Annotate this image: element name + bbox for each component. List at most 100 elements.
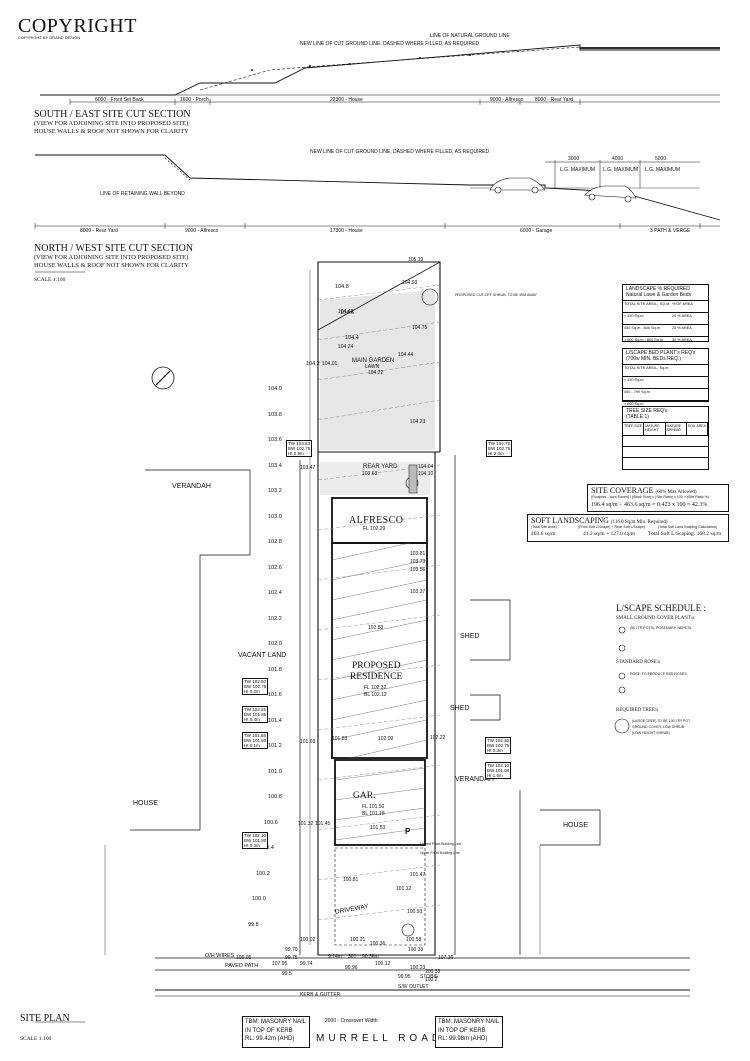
retaining-wall-line: BW 102.75 [288, 446, 311, 451]
tree-col-header: MATURE SPREAD [666, 423, 687, 435]
contour-label: 101.2 [268, 743, 282, 749]
road-name: MURRELL ROAD [316, 1033, 444, 1044]
spot-level: 100.12 [375, 961, 391, 967]
nw-section-line2: HOUSE WALLS & ROOF NOT SHOWN FOR CLARITY [34, 262, 189, 269]
nw-level-3: L.G. MAXIMUM [645, 167, 681, 173]
spot-level: 99.75 [285, 955, 298, 961]
landscape-row-value: % OF AREA [672, 302, 693, 306]
soft-landscaping-title-text: SOFT LANDSCAPING [531, 516, 609, 525]
bed-title-1: L/SCAPE BED PLANT's REQ's [626, 350, 696, 356]
retaining-wall-line: TW 102.10 [244, 833, 267, 838]
ohwires-label: O/H WIRES [205, 953, 235, 959]
tbm-right-line2: IN TOP OF KERB [438, 1027, 486, 1034]
landscape-table: LANDSCAPE % REQUIRED Natural Lawn & Gard… [622, 284, 709, 354]
verandah-left-label: VERANDAH [172, 483, 211, 490]
contour-label: 102.0 [268, 641, 282, 647]
schedule-tree-1: (LARGE TREE) TO BE 100 LTR POT [632, 719, 691, 723]
spot-level: 101.12 [396, 886, 412, 892]
spot-level: 100.81 [343, 877, 359, 883]
tree-col-header: SOIL AREA [687, 423, 708, 435]
nw-dim-2: 9000 - Alfresco [185, 228, 219, 234]
landscape-row-area: 450 Sq.m - 600 Sq.m [624, 326, 660, 330]
schedule-tree-2: GROUND COVER, LOW SHRUB [632, 725, 685, 729]
spot-level: 104.23 [410, 419, 426, 425]
spot-level: 104.93 [402, 280, 418, 286]
soft-h2: (Front Soft L/Scape) + Rear Soft L/Scape… [578, 525, 646, 529]
spot-level: 100.2 [425, 977, 438, 983]
nw-section-scale: SCALE 1:100 [34, 277, 66, 283]
garage-label: GAR. [353, 791, 376, 801]
contour-label: 104.2 [306, 360, 320, 367]
site-plan-scale: SCALE 1:100 [20, 1036, 52, 1042]
retaining-wall-line: Ht 2.0m [488, 451, 504, 456]
contour-label: 104.4 [345, 335, 359, 341]
tbm-left-line3: RL: 99.42m (AHD) [245, 1036, 295, 1042]
soft-landscaping-title: SOFT LANDSCAPING (116.0 Sq/m Min. Requir… [531, 516, 668, 526]
retaining-wall-line: BW 101.50 [244, 738, 267, 743]
kerb-label: KERB & GUTTER [300, 992, 341, 998]
spot-level: 103.37 [410, 589, 426, 595]
residence-label-1: PROPOSED [352, 661, 401, 671]
soft-v2: 41.2 sq/m + 127.0 sq/m [583, 531, 635, 537]
paved-path-label: PAVED PATH [225, 963, 259, 969]
rear-yard-label: REAR YARD [363, 464, 398, 470]
spot-level: 101.45 [315, 821, 331, 827]
spot-level: 103.81 [410, 551, 426, 557]
spot-level: 99.5 [282, 971, 292, 977]
tree-col-header: MATURE HEIGHT [644, 423, 666, 435]
verandah-right-label: VERANDAH [455, 776, 494, 783]
upper-building-line: Upper Front Building Line [420, 851, 460, 855]
contour-label: 102.6 [268, 564, 282, 571]
power-point-label: P [405, 827, 411, 836]
contour-label: 103.8 [268, 411, 282, 418]
site-coverage-box: SITE COVERAGE (60% Max Allowed) (Footpri… [587, 484, 729, 512]
bed-plant-table: L/SCAPE BED PLANT's REQ's (700w MIN. BED… [622, 348, 709, 406]
schedule-sub-1: SMALL GROUND COVER PLANT/s [616, 616, 695, 621]
front-building-line: Lowest Front Building Line [420, 842, 462, 846]
spot-level: 104.49 [338, 309, 354, 315]
contour-label: 102.8 [268, 539, 282, 545]
contour-label: 103.2 [268, 488, 282, 494]
main-garden-label: MAIN GARDEN [352, 358, 395, 364]
nw-section-title: NORTH / WEST SITE CUT SECTION [34, 243, 194, 254]
retaining-wall-line: TW 101.68 [244, 733, 267, 738]
se-section-line1: (VIEW FOR ADJOINING SITE INTO PROPOSED S… [34, 120, 189, 127]
nw-dim-5: 3 PATH & VERGE [650, 228, 691, 234]
se-dim-3: 22300 - House [330, 97, 363, 103]
contour-label: 100.8 [268, 794, 282, 800]
spot-level: 104.24 [338, 344, 354, 350]
tree-note: PROPOSED CUT-OFF SHRUB, TO BE 30M AWAY [455, 293, 538, 297]
retaining-wall-line: Ht 0.3m [244, 843, 260, 848]
contour-label: 103.4 [268, 462, 282, 469]
landscape-row-value: 30 % AREA [672, 338, 692, 342]
shed-1-label: SHED [460, 633, 480, 640]
frontage-dim-2: 301 [348, 954, 357, 960]
spot-level: 105.19 [408, 257, 424, 263]
spot-level: 100.33 [408, 947, 424, 953]
spot-level: 103.56 [410, 567, 426, 573]
spot-level: 104.10 [418, 471, 434, 477]
landscape-row-area: > 600 Sq.m - 800 Sq.m [624, 338, 664, 342]
retaining-wall-line: TW 102.25 [244, 707, 267, 712]
copyright-note: COPYRIGHT BY GRAND DESIGN [18, 35, 81, 40]
retaining-wall-line: BW 101.80 [244, 838, 267, 843]
tree-col-header: TREE SIZE [623, 423, 645, 435]
retaining-wall-line: BW 102.75 [244, 684, 267, 689]
tbm-left: TBM: MASONRY NAIL IN TOP OF KERB RL: 99.… [242, 1016, 310, 1048]
tree-title-2: (TABLE 1) [626, 414, 649, 420]
contour-label: 103.6 [268, 437, 282, 443]
contour-label: 101.6 [268, 692, 282, 698]
retaining-wall-line: Ht 0.4m [244, 717, 260, 722]
spot-level: 100.02 [300, 937, 316, 943]
schedule-title: L/SCAPE SCHEDULE : [616, 603, 707, 613]
site-coverage-formula-label: (Footprint - Inc's Eaves) / (Block Size)… [591, 495, 710, 499]
frontage-dim-1: 9.14m [328, 954, 342, 960]
se-dim-5: 8000 - Rear Yard [535, 97, 573, 103]
spot-level: 102.83 [368, 625, 384, 631]
spot-level: 104.04 [418, 464, 434, 470]
